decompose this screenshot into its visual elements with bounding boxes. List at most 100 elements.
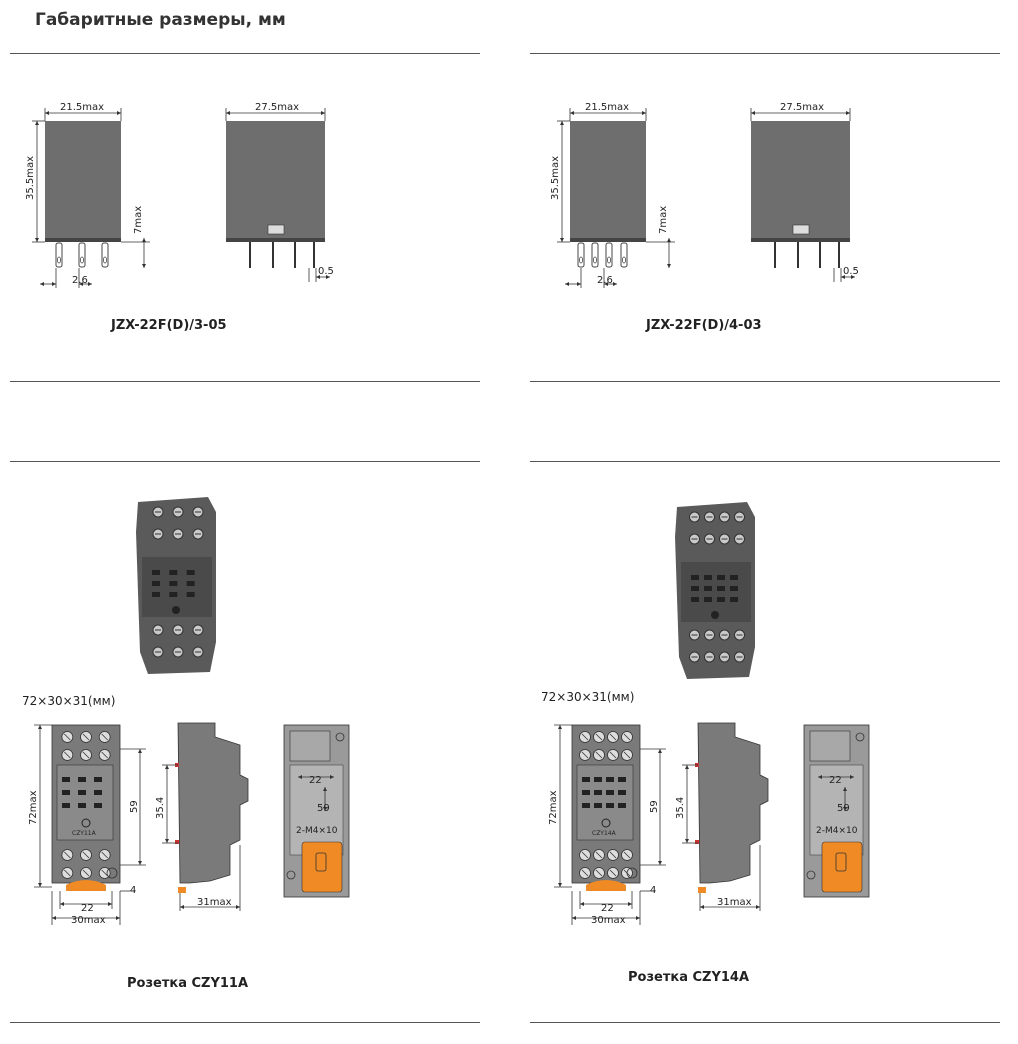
dimension-label: 21.5max	[585, 102, 629, 113]
screw-slot	[595, 751, 603, 759]
arrow-head	[843, 787, 847, 791]
socket-caption: Розетка CZY14A	[628, 970, 750, 985]
arrow-head	[321, 111, 325, 115]
arrow-head	[326, 275, 330, 279]
relay-body-front	[570, 121, 646, 238]
socket-center-panel	[56, 764, 114, 841]
screw-slot	[101, 751, 108, 759]
dimension-label: 0.5	[843, 266, 859, 277]
arrow-head	[40, 282, 44, 286]
arrow-head	[613, 282, 617, 286]
relay-base	[570, 238, 646, 242]
arrow-head	[142, 264, 146, 268]
contact-slot	[186, 581, 195, 586]
contact-slot	[691, 586, 699, 591]
center-hole	[172, 606, 180, 614]
arrow-head	[45, 111, 49, 115]
relay-pin-side	[294, 242, 296, 268]
arrow-head	[560, 121, 564, 125]
dimension-label: 72max	[548, 790, 559, 825]
mount-hole	[806, 870, 816, 880]
dimension-label: 59	[649, 800, 660, 813]
divider	[530, 53, 1000, 54]
contact-slot	[594, 790, 602, 795]
arrow-head	[636, 916, 640, 920]
mount-panel	[289, 764, 344, 856]
arrow-head	[685, 765, 689, 769]
divider	[530, 461, 1000, 462]
relay-pin	[620, 242, 628, 268]
dimension-label: 31max	[717, 897, 752, 908]
center-hole	[711, 611, 719, 619]
dimension-label: 35.5max	[550, 156, 561, 200]
relay-caption: JZX-22F(D)/3-05	[111, 318, 227, 333]
relay-pin-side	[774, 242, 776, 268]
relay-pin-side	[819, 242, 821, 268]
arrow-head	[330, 775, 334, 779]
pin-hole	[80, 256, 85, 264]
arrow-head	[165, 765, 169, 769]
contact-slot	[594, 803, 602, 808]
pin-hole	[607, 256, 612, 264]
screw-slot	[609, 751, 617, 759]
release-clip	[66, 880, 106, 891]
dimension-label: 22	[601, 903, 614, 914]
screw-slot	[64, 869, 71, 877]
dimension-label: 59	[317, 803, 330, 814]
contact-slot	[169, 581, 178, 586]
screw-slot	[101, 869, 108, 877]
contact-slot	[606, 803, 614, 808]
relay-pin	[605, 242, 613, 268]
contact-slot	[94, 777, 102, 782]
screw-slot	[623, 733, 631, 741]
release-clip	[586, 880, 626, 891]
contact-slot	[78, 790, 86, 795]
dimension-label: 2.6	[72, 275, 88, 286]
arrow-head	[236, 905, 240, 909]
contact-slot	[618, 777, 626, 782]
dimension-label: 22	[829, 775, 842, 786]
arrow-head	[851, 275, 855, 279]
arrow-head	[38, 883, 42, 887]
dimension-label: 2.6	[597, 275, 613, 286]
screw-slot	[609, 851, 617, 859]
relay-latch	[792, 224, 810, 235]
screw-slot	[581, 851, 589, 859]
screw-slot	[581, 733, 589, 741]
dimension-label: 30max	[591, 915, 626, 926]
mount-hole	[626, 867, 638, 879]
contact-slot	[78, 777, 86, 782]
arrow-head	[565, 282, 569, 286]
contact-slot	[606, 777, 614, 782]
relay-pin-side	[272, 242, 274, 268]
socket-side	[177, 722, 249, 884]
screw-slot	[64, 851, 71, 859]
arrow-head	[846, 111, 850, 115]
mount-hole	[106, 867, 118, 879]
dimension-label: 59	[837, 803, 850, 814]
side-tab	[695, 840, 699, 844]
arrow-head	[756, 905, 760, 909]
screw-slot	[595, 733, 603, 741]
contact-slot	[618, 790, 626, 795]
arrow-head	[628, 902, 632, 906]
arrow-head	[60, 902, 64, 906]
arrow-head	[580, 902, 584, 906]
mount-hole	[335, 732, 345, 742]
dimension-label: 22	[309, 775, 322, 786]
relay-pin-side	[249, 242, 251, 268]
arrow-head	[323, 787, 327, 791]
arrow-head	[35, 238, 39, 242]
arrow-head	[88, 282, 92, 286]
page-title: Габаритные размеры, мм	[35, 10, 286, 30]
contact-slot	[186, 592, 195, 597]
screw-slot	[82, 869, 90, 877]
dimension-label: 35.4	[675, 797, 686, 819]
arrow-head	[165, 839, 169, 843]
dimension-label: 21.5max	[60, 102, 104, 113]
arrow-head	[604, 282, 608, 286]
arrow-head	[558, 883, 562, 887]
side-tab	[175, 840, 179, 844]
